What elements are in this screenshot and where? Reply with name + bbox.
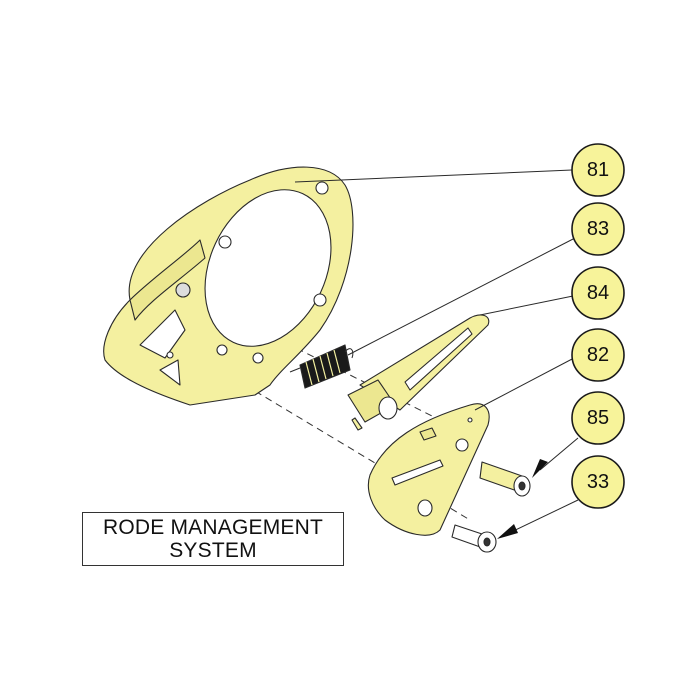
callout-84: 84	[571, 266, 625, 320]
part-33-screw	[451, 524, 497, 553]
arrow-33	[497, 524, 518, 539]
callout-81: 81	[571, 143, 625, 197]
callout-33: 33	[571, 455, 625, 509]
arrow-85	[532, 459, 548, 478]
callout-81-label: 81	[587, 159, 609, 181]
leader-85	[539, 437, 579, 471]
diagram-title-box: RODE MANAGEMENT SYSTEM	[82, 512, 344, 566]
part-81-plate	[103, 166, 354, 406]
callout-85-label: 85	[587, 407, 609, 429]
part-84-lever-arm	[347, 314, 490, 431]
leader-83	[347, 237, 576, 356]
leader-84	[479, 295, 574, 316]
callout-83-label: 83	[587, 218, 609, 240]
diagram-title-line-2: SYSTEM	[169, 539, 257, 562]
callout-83: 83	[571, 202, 625, 256]
callout-85: 85	[571, 391, 625, 445]
callout-82: 82	[571, 328, 625, 382]
part-83-spring	[289, 344, 354, 389]
part-85-pin	[479, 461, 531, 497]
callout-33-label: 33	[587, 471, 609, 493]
leader-81	[294, 169, 573, 183]
leader-82	[474, 357, 575, 411]
part-82-bracket	[367, 403, 490, 536]
callout-82-label: 82	[587, 344, 609, 366]
callout-84-label: 84	[587, 282, 609, 304]
diagram-title-line-1: RODE MANAGEMENT	[102, 516, 323, 539]
leader-33	[504, 499, 579, 536]
